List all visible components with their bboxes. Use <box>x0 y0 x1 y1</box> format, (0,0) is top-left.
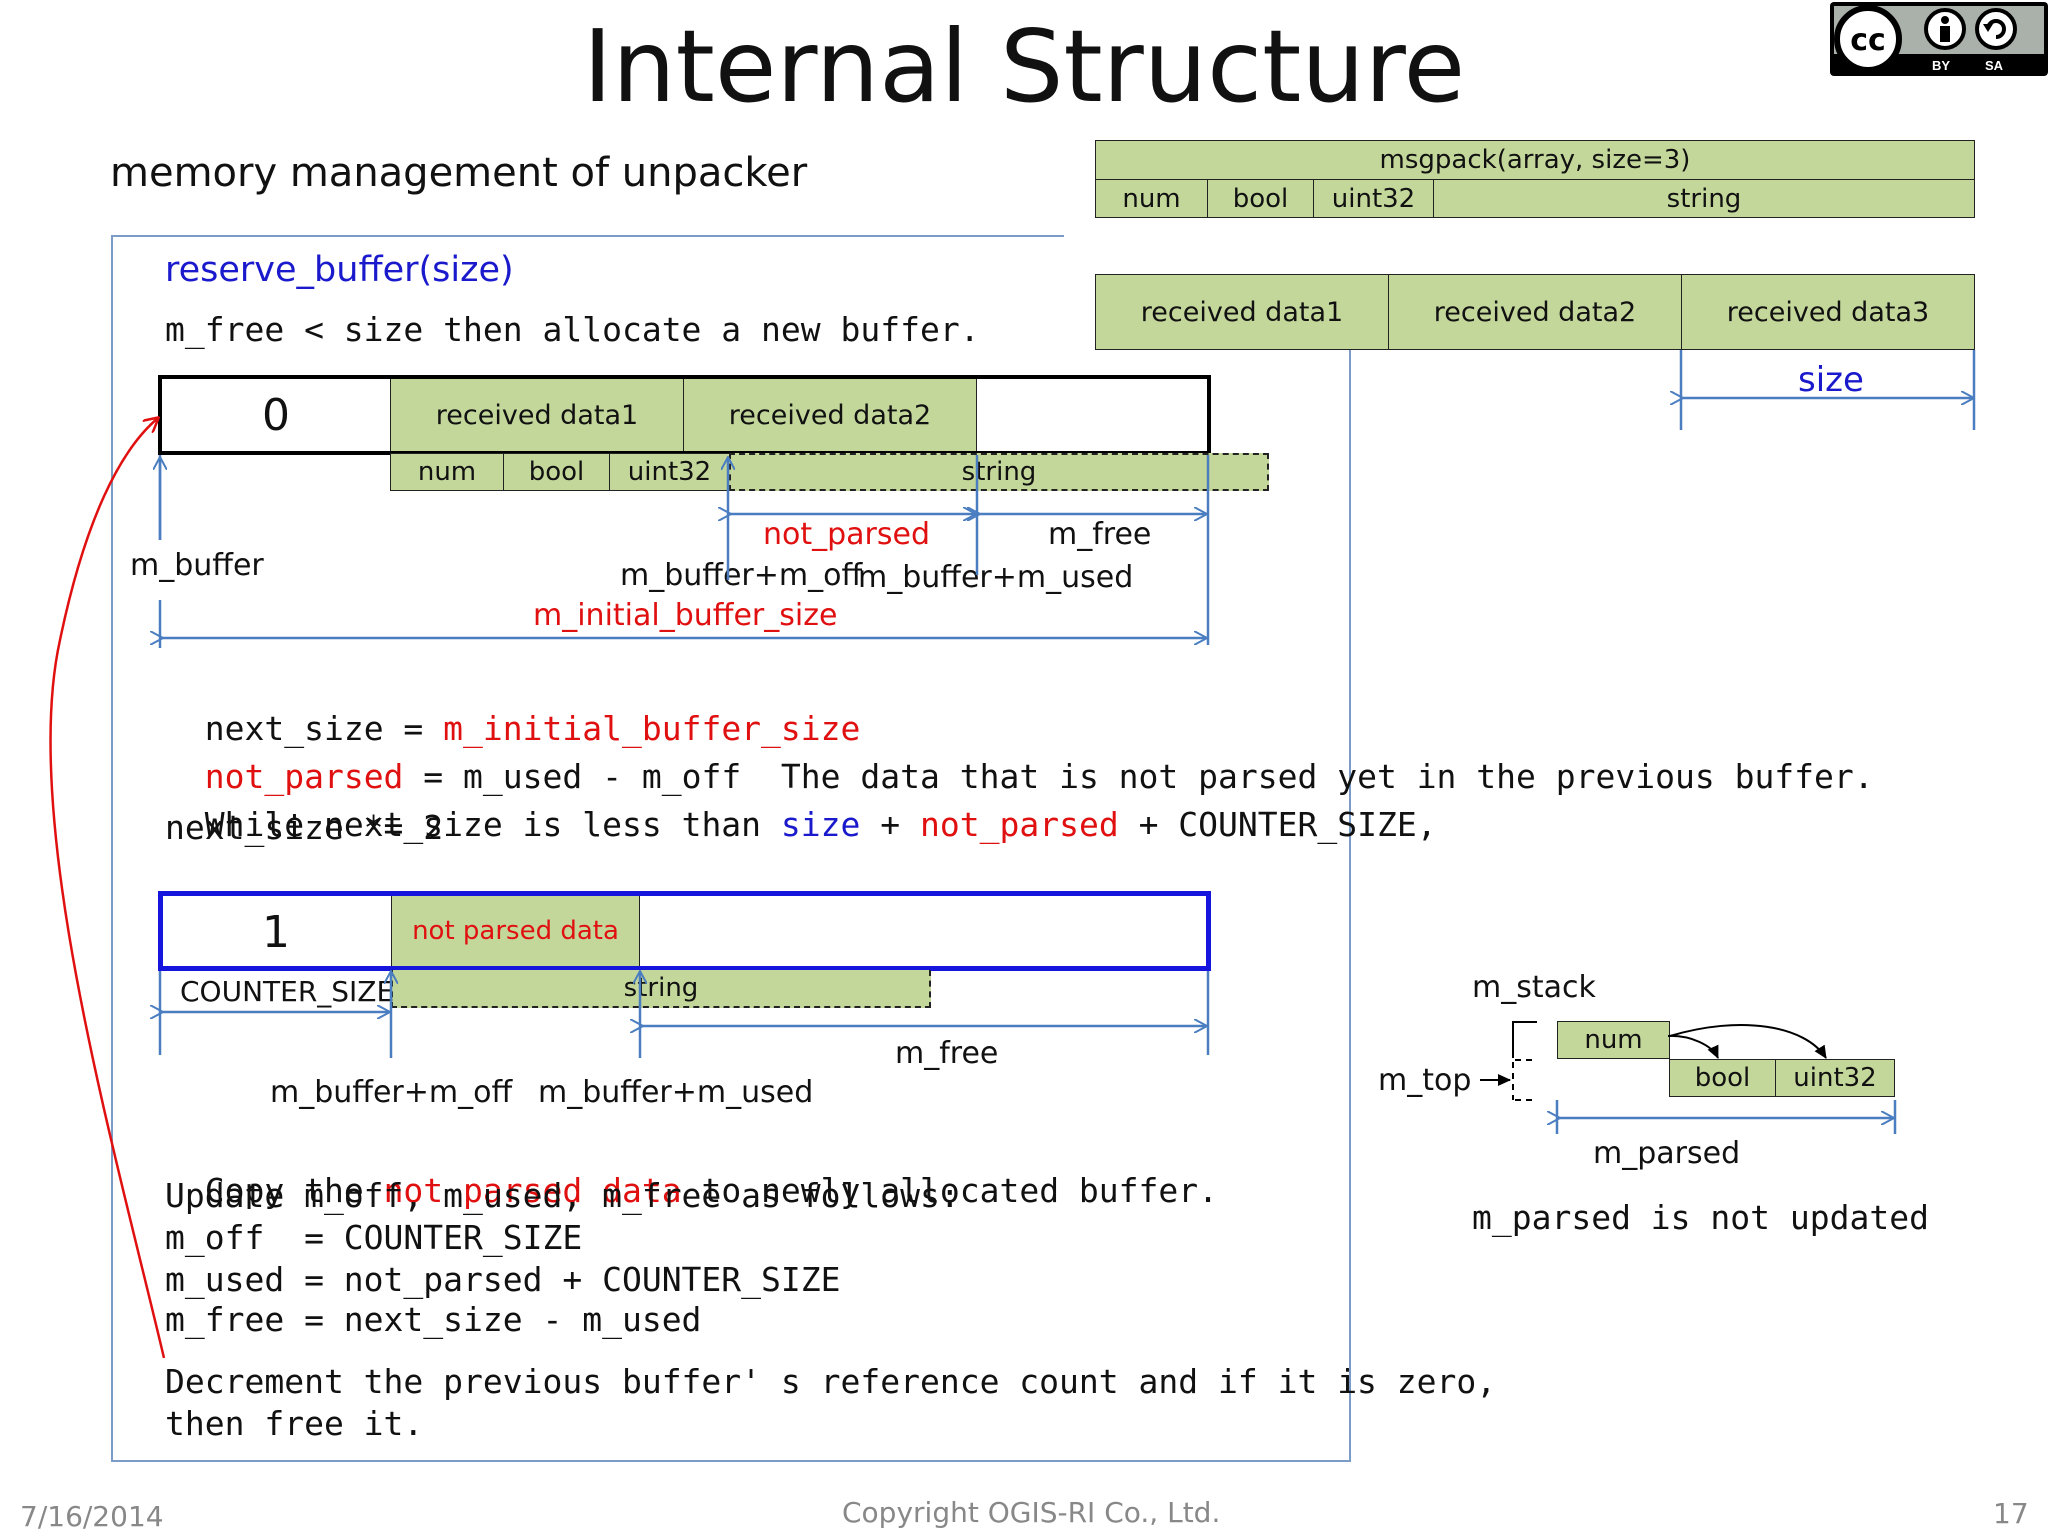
buffer0-received-data1: received data1 <box>390 379 684 451</box>
buffer1-m-free-label: m_free <box>895 1036 999 1071</box>
license-badge: cc BY SA <box>1830 2 2048 76</box>
initial-buffer-size-label: m_initial_buffer_size <box>533 598 838 633</box>
subtitle: memory management of unpacker <box>110 150 808 196</box>
stack-uint32: uint32 <box>1775 1059 1895 1097</box>
received-data3: received data3 <box>1681 274 1975 350</box>
buffer0-field-string: string <box>729 453 1269 491</box>
sa-icon <box>1975 8 2017 50</box>
formula-line3: While next_size is less than size + not_… <box>204 805 1437 844</box>
copy-line6: Decrement the previous buffer' s referen… <box>165 1362 1497 1401</box>
buffer1-off-label: m_buffer+m_off <box>270 1075 513 1110</box>
reference-count-arrow <box>49 418 166 1359</box>
copy-line1: Copy the not parsed data to newly alloca… <box>204 1171 1219 1210</box>
cc-by-sa-icons: cc <box>1834 5 2017 73</box>
buffer1-used-label: m_buffer+m_used <box>538 1075 814 1110</box>
copy-line2: Update m_off, m_used, m_free as follows: <box>165 1176 960 1215</box>
m-top-label: m_top <box>1378 1063 1472 1098</box>
sa-label: SA <box>1985 58 2004 73</box>
msgpack-header: msgpack(array, size=3) <box>1095 140 1975 180</box>
msgpack-field-bool: bool <box>1207 179 1314 218</box>
footer-page-number: 17 <box>1993 1497 2029 1530</box>
msgpack-field-uint32: uint32 <box>1313 179 1434 218</box>
received-data2: received data2 <box>1388 274 1682 350</box>
reserve-buffer-heading: reserve_buffer(size) <box>165 250 514 290</box>
buffer1-counter: 1 <box>262 907 290 958</box>
page-title: Internal Structure <box>582 8 1466 125</box>
buffer0-counter: 0 <box>262 390 290 441</box>
msgpack-field-num: num <box>1095 179 1208 218</box>
stack-num: num <box>1557 1021 1670 1059</box>
m-buffer-label: m_buffer <box>130 548 264 583</box>
buffer0-field-uint32: uint32 <box>609 453 730 491</box>
stack-link-uint32 <box>1669 1023 1827 1059</box>
formula-line4: next_size *= 2 <box>165 808 444 847</box>
condition-text: m_free < size then allocate a new buffer… <box>165 310 980 349</box>
buffer0-field-bool: bool <box>503 453 610 491</box>
copy-line5: m_free = next_size - m_used <box>165 1300 702 1339</box>
buffer1-string: string <box>391 970 931 1008</box>
buffer0-m-free-label: m_free <box>1048 517 1152 552</box>
msgpack-field-string: string <box>1433 179 1975 218</box>
buffer0-off-label: m_buffer+m_off <box>620 558 863 593</box>
copy-line7: then free it. <box>165 1404 424 1443</box>
footer-copyright: Copyright OGIS-RI Co., Ltd. <box>842 1496 1221 1529</box>
buffer0-used-label: m_buffer+m_used <box>858 560 1134 595</box>
by-label: BY <box>1932 58 1951 73</box>
buffer1-not-parsed-data: not parsed data <box>391 896 640 966</box>
formula-line2: not_parsed = m_used - m_off The data tha… <box>204 757 1874 796</box>
buffer0-received-data2: received data2 <box>683 379 977 451</box>
stack-link-bool <box>1667 1034 1719 1059</box>
formula-line1: next_size = m_initial_buffer_size <box>204 709 861 748</box>
m-stack-label: m_stack <box>1472 970 1596 1005</box>
buffer0-field-num: num <box>390 453 504 491</box>
footer-date: 7/16/2014 <box>20 1500 164 1533</box>
svg-text:cc: cc <box>1850 23 1886 58</box>
copy-line4: m_used = not_parsed + COUNTER_SIZE <box>165 1260 841 1299</box>
m-parsed-note: m_parsed is not updated <box>1472 1198 1929 1237</box>
m-parsed-label: m_parsed <box>1593 1136 1741 1171</box>
counter-size-label: COUNTER_SIZE <box>180 975 395 1008</box>
cc-icon <box>1834 5 1902 73</box>
copy-line3: m_off = COUNTER_SIZE <box>165 1218 583 1257</box>
not-parsed-label: not_parsed <box>763 517 931 552</box>
buffer1-frame <box>158 891 1211 971</box>
received-data1: received data1 <box>1095 274 1389 350</box>
stack-bool: bool <box>1669 1059 1776 1097</box>
